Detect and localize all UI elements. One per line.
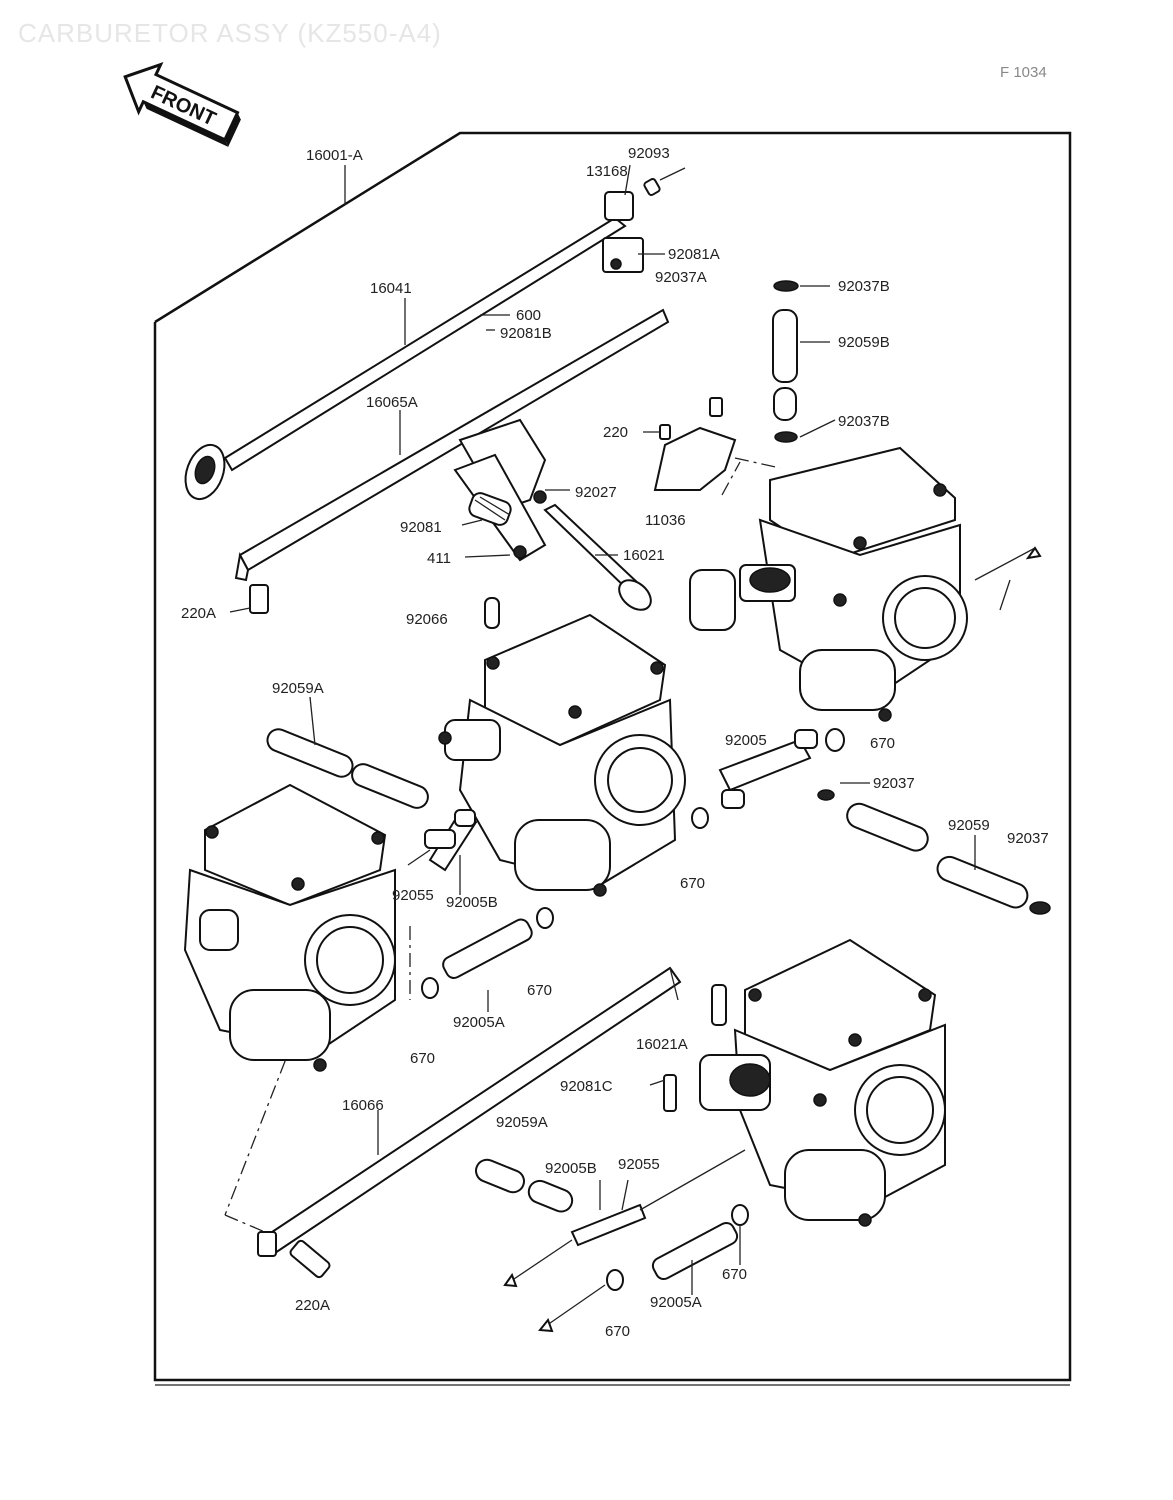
callout-92081A: 92081A (668, 246, 720, 263)
callout-92005: 92005 (725, 732, 767, 749)
callout-92081B: 92081B (500, 325, 552, 342)
throttle-shaft (184, 178, 661, 501)
callout-670: 670 (870, 735, 895, 752)
callout-16021A: 16021A (636, 1036, 688, 1053)
carburetor-4 (663, 938, 946, 1227)
callout-220A: 220A (181, 605, 216, 622)
callout-92037A: 92037A (655, 269, 707, 286)
link-rail (257, 966, 682, 1279)
link-bracket (234, 308, 670, 582)
fuel-tee-left (424, 809, 478, 872)
callout-670: 670 (527, 982, 552, 999)
front-arrow-icon: FRONT (123, 62, 241, 147)
callout-13168: 13168 (586, 163, 628, 180)
hose-right (817, 789, 1051, 915)
callout-92081: 92081 (400, 519, 442, 536)
leader-lines (229, 164, 976, 1295)
hose-left (266, 728, 429, 809)
bolt (249, 584, 269, 614)
callout-16021: 16021 (623, 547, 665, 564)
fuel-line-bottom-upper (475, 1149, 746, 1288)
callout-411: 411 (427, 550, 451, 567)
callout-220A: 220A (295, 1297, 330, 1314)
callout-220: 220 (603, 424, 628, 441)
callout-16066: 16066 (342, 1097, 384, 1114)
callout-92005A: 92005A (650, 1294, 702, 1311)
callout-16041: 16041 (370, 280, 412, 297)
callout-92081C: 92081C (560, 1078, 613, 1095)
callout-92066: 92066 (406, 611, 448, 628)
callout-92055: 92055 (392, 887, 434, 904)
callout-670: 670 (605, 1323, 630, 1340)
callout-92037: 92037 (873, 775, 915, 792)
callout-92059A: 92059A (496, 1114, 548, 1131)
callout-92093: 92093 (628, 145, 670, 162)
assembly-line (734, 457, 781, 469)
callout-92059B: 92059B (838, 334, 890, 351)
assembly-line (224, 1214, 266, 1233)
assembly-line (721, 461, 741, 496)
callout-16001A: 16001-A (306, 147, 363, 164)
callout-600: 600 (516, 307, 541, 324)
carburetor-1 (689, 446, 1042, 722)
callout-670: 670 (680, 875, 705, 892)
diagram-title: CARBURETOR ASSY (KZ550-A4) (18, 18, 442, 48)
callout-92059: 92059 (948, 817, 990, 834)
callout-670: 670 (722, 1266, 747, 1283)
adjust-screw (543, 503, 652, 611)
callout-92027: 92027 (575, 484, 617, 501)
callout-670: 670 (410, 1050, 435, 1067)
callout-16065A: 16065A (366, 394, 418, 411)
throttle-bracket (653, 397, 737, 491)
callout-92005A: 92005A (453, 1014, 505, 1031)
callout-11036: 11036 (645, 512, 686, 529)
callout-92055: 92055 (618, 1156, 660, 1173)
fuel-pipe-left (421, 907, 554, 999)
callout-92037: 92037 (1007, 830, 1049, 847)
callout-92037B: 92037B (838, 278, 890, 295)
callout-labels: 16001-A 92093 13168 92081A 92037A 92037B… (181, 145, 1049, 1340)
fuel-tee-right (691, 728, 845, 829)
hose-stack (772, 280, 799, 443)
fuel-line-bottom-lower (538, 1204, 749, 1333)
diagram-frame (153, 131, 1072, 1382)
carburetor-2 (438, 597, 686, 897)
callout-92059A: 92059A (272, 680, 324, 697)
callout-92005B: 92005B (545, 1160, 597, 1177)
callout-92037B: 92037B (838, 413, 890, 430)
callout-92005B: 92005B (446, 894, 498, 911)
carburetor-3 (183, 783, 396, 1072)
figure-code: F 1034 (1000, 64, 1047, 81)
